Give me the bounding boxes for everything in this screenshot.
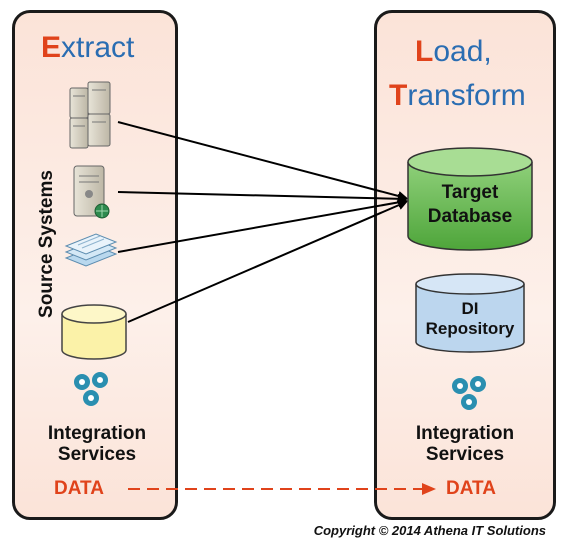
repo-line2: Repository [426,319,515,338]
gears-icon [452,376,486,410]
data-label-source: DATA [54,478,104,499]
target-db-line1: Target [442,182,499,203]
load-heading: Load, [415,35,492,68]
integration-services-right: Integration Services [415,423,515,465]
flow-arrows [117,121,408,323]
transform-heading: Transform [389,79,526,112]
gears-icon [74,372,108,406]
extract-heading: Extract [41,31,135,64]
copyright-notice: Copyright © 2014 Athena IT Solutions [313,523,546,538]
di-repository: DI Repository [415,273,525,353]
target-db-line2: Database [428,206,513,227]
source-database-icon [61,304,127,360]
documents-icon [64,233,118,267]
data-flow-arrow [128,483,436,495]
server-cluster-icon [69,81,111,149]
integration-services-left: Integration Services [47,423,147,465]
web-server-icon [73,165,110,219]
data-label-target: DATA [446,478,496,499]
target-database: Target Database [407,147,533,251]
load-transform-panel: Load, Transform Integration Services [374,10,556,520]
repo-line1: DI [462,299,479,318]
